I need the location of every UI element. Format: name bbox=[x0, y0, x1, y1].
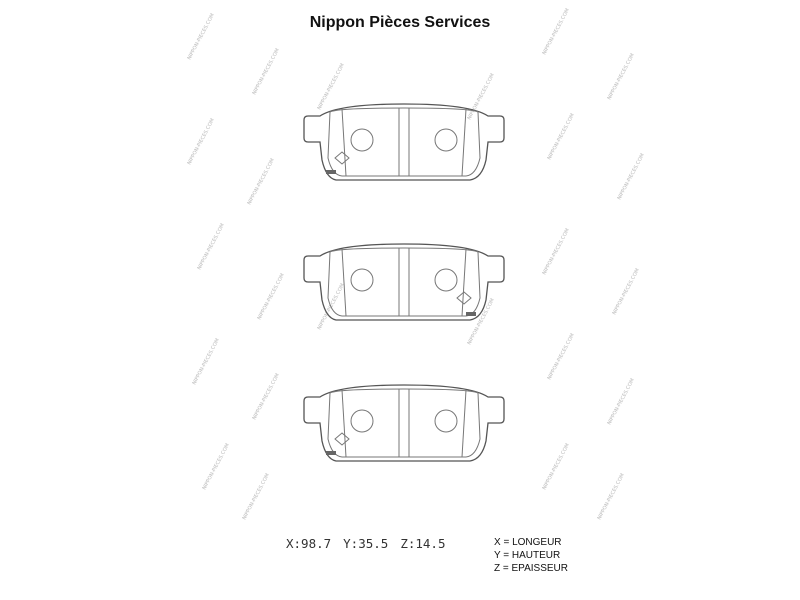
legend-z: Z = EPAISSEUR bbox=[494, 563, 569, 574]
chamfer-line bbox=[341, 389, 347, 458]
chamfer-line bbox=[461, 389, 467, 458]
chamfer-line bbox=[461, 108, 467, 177]
pin-circle bbox=[434, 128, 458, 152]
watermark-text: NIPPON-PIECES.COM bbox=[246, 158, 275, 206]
wear-indicator-clip bbox=[466, 312, 476, 316]
watermark-text: NIPPON-PIECES.COM bbox=[196, 223, 225, 271]
watermark-text: NIPPON-PIECES.COM bbox=[466, 298, 495, 346]
pin-circle bbox=[350, 128, 374, 152]
watermark-text: NIPPON-PIECES.COM bbox=[316, 63, 345, 111]
pin-circle bbox=[350, 268, 374, 292]
wear-indicator bbox=[334, 151, 350, 165]
pads-layer bbox=[303, 103, 505, 462]
watermark-text: NIPPON-PIECES.COM bbox=[606, 378, 635, 426]
watermark-text: NIPPON-PIECES.COM bbox=[251, 48, 280, 96]
watermark-text: NIPPON-PIECES.COM bbox=[251, 373, 280, 421]
watermark-text: NIPPON-PIECES.COM bbox=[611, 268, 640, 316]
dimension-y: Y:35.5 bbox=[343, 536, 389, 551]
wear-indicator bbox=[334, 432, 350, 446]
brake-pad bbox=[303, 243, 505, 321]
dimension-z: Z:14.5 bbox=[400, 536, 446, 551]
page-title: Nippon Pièces Services bbox=[309, 14, 491, 31]
watermark-text: NIPPON-PIECES.COM bbox=[466, 73, 495, 121]
backing-plate bbox=[303, 103, 505, 181]
legend-y: Y = HAUTEUR bbox=[494, 550, 561, 561]
dimension-x: X:98.7 bbox=[286, 536, 332, 551]
watermark-text: NIPPON-PIECES.COM bbox=[201, 443, 230, 491]
backing-plate bbox=[303, 243, 505, 321]
friction-material bbox=[327, 388, 481, 458]
watermark-text: NIPPON-PIECES.COM bbox=[616, 153, 645, 201]
pin-circle bbox=[434, 268, 458, 292]
watermark-text: NIPPON-PIECES.COM bbox=[541, 8, 570, 56]
pin-circle bbox=[434, 409, 458, 433]
watermark-text: NIPPON-PIECES.COM bbox=[186, 13, 215, 61]
watermark-text: NIPPON-PIECES.COM bbox=[191, 338, 220, 386]
watermark-text: NIPPON-PIECES.COM bbox=[596, 473, 625, 521]
wear-indicator-clip bbox=[326, 170, 336, 174]
dimension-legend: X = LONGEUR Y = HAUTEUR Z = EPAISSEUR bbox=[494, 536, 568, 575]
watermark-text: NIPPON-PIECES.COM bbox=[241, 473, 270, 521]
wear-indicator bbox=[456, 291, 472, 305]
friction-material bbox=[327, 247, 481, 317]
watermark-layer: NIPPON-PIECES.COM NIPPON-PIECES.COM NIPPON… bbox=[186, 8, 645, 521]
wear-indicator-clip bbox=[326, 451, 336, 455]
watermark-text: NIPPON-PIECES.COM bbox=[256, 273, 285, 321]
backing-plate bbox=[303, 384, 505, 462]
dimensions-readout: X:98.7 Y:35.5 Z:14.5 bbox=[286, 536, 445, 551]
brake-pad bbox=[303, 103, 505, 181]
watermark-text: NIPPON-PIECES.COM bbox=[546, 113, 575, 161]
watermark-text: NIPPON-PIECES.COM bbox=[541, 228, 570, 276]
watermark-text: NIPPON-PIECES.COM bbox=[546, 333, 575, 381]
brake-pad bbox=[303, 384, 505, 462]
watermark-text: NIPPON-PIECES.COM bbox=[606, 53, 635, 101]
chamfer-line bbox=[341, 108, 347, 177]
watermark-text: NIPPON-PIECES.COM bbox=[541, 443, 570, 491]
friction-material bbox=[327, 107, 481, 177]
chamfer-line bbox=[461, 248, 467, 317]
pin-circle bbox=[350, 409, 374, 433]
watermark-text: NIPPON-PIECES.COM bbox=[186, 118, 215, 166]
chamfer-line bbox=[341, 248, 347, 317]
legend-x: X = LONGEUR bbox=[494, 537, 562, 548]
